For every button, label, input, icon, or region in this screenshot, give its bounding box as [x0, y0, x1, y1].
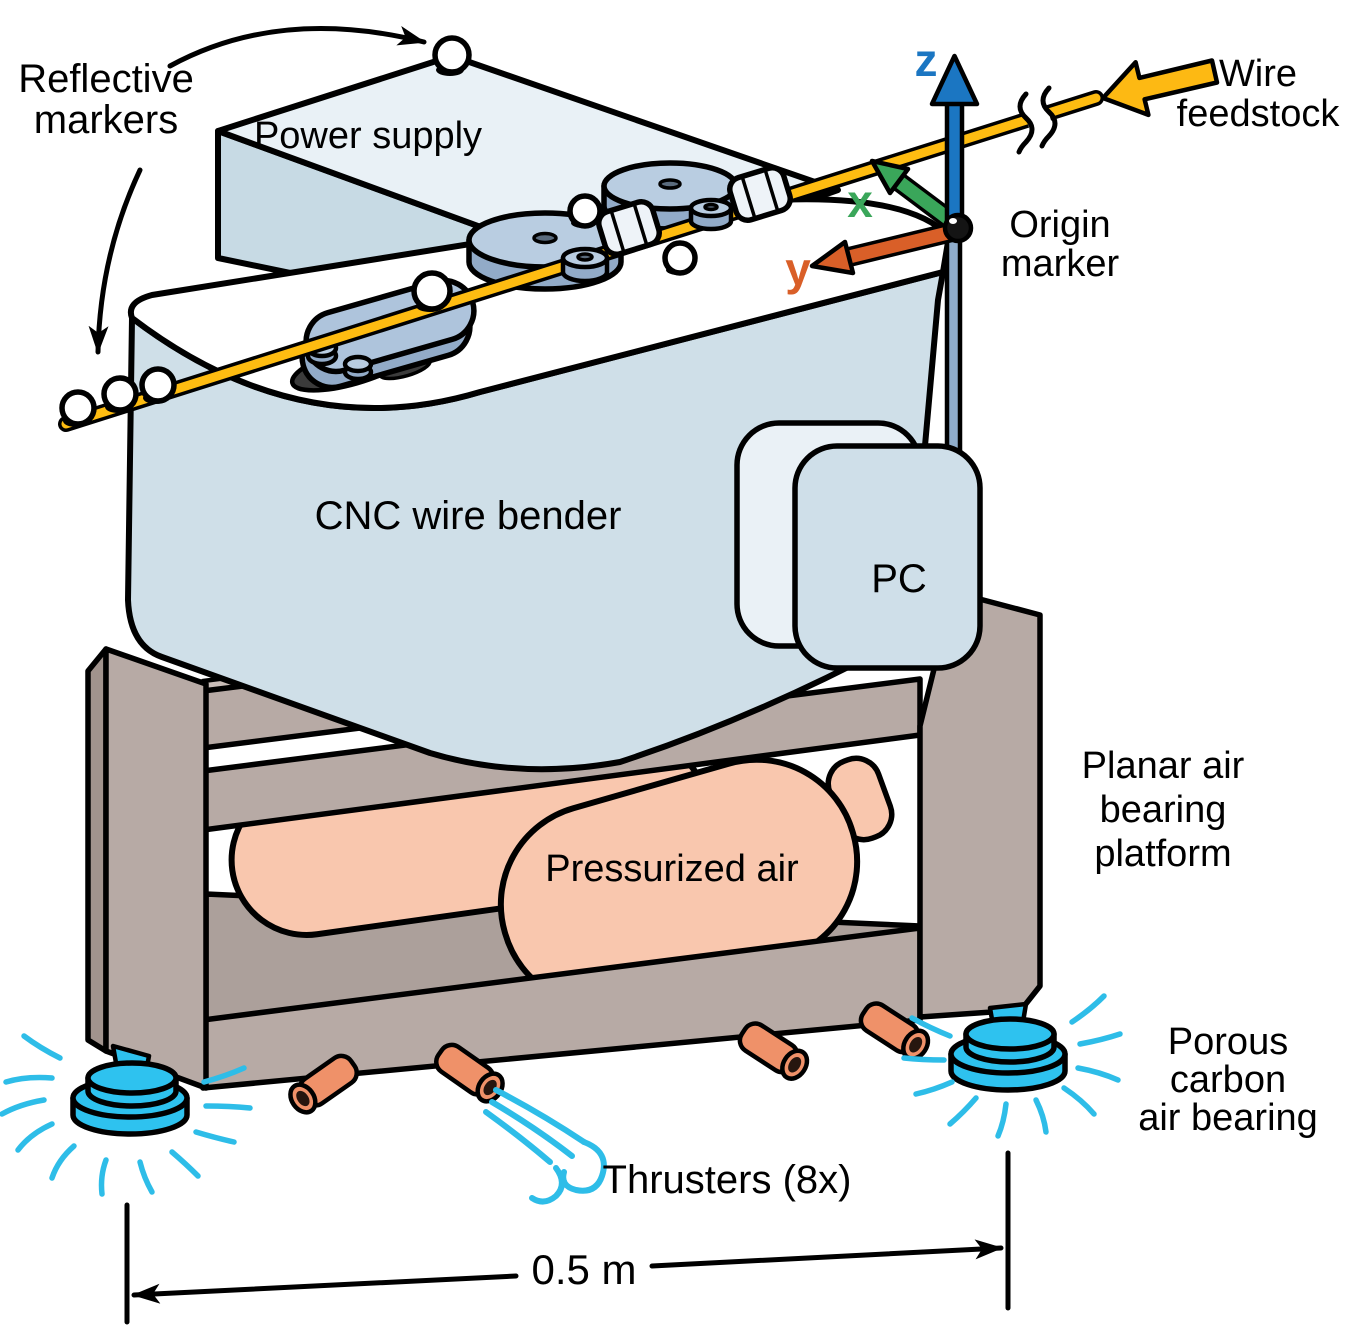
air-flow-lines-right	[901, 993, 1123, 1139]
pressurized-air-tanks	[228, 736, 895, 1010]
wire-feedstock-label-line2: feedstock	[1177, 93, 1341, 135]
marker-sphere	[101, 375, 139, 413]
marker-sphere	[59, 389, 97, 427]
reflective-markers-label-line1: Reflective	[18, 57, 194, 101]
air-bearing-left	[70, 1043, 190, 1137]
origin-marker-pole	[944, 233, 963, 479]
pc-label: PC	[871, 557, 927, 601]
platform-posts	[85, 589, 1043, 1091]
marker-sphere	[411, 270, 453, 312]
planar-platform-label-line3: platform	[1094, 833, 1231, 875]
wire-feedstock-arrow	[1100, 58, 1220, 118]
thruster	[434, 1042, 505, 1104]
marker-sphere	[139, 366, 177, 404]
thruster	[737, 1021, 810, 1081]
porous-bearing-label-line2: carbon	[1170, 1059, 1286, 1101]
reflective-markers-arrow-left	[88, 167, 143, 355]
thruster-jet	[483, 1087, 607, 1205]
thrusters-label: Thrusters (8x)	[603, 1158, 852, 1202]
dimension-line-right	[649, 1239, 1004, 1269]
origin-marker-ball	[942, 212, 974, 244]
marker-sphere	[662, 240, 698, 276]
wire-feedstock-label-line1: Wire	[1219, 53, 1297, 95]
porous-bearing-label-line3: air bearing	[1138, 1097, 1318, 1139]
air-flow-lines-left	[0, 1033, 253, 1197]
wire-break-squiggle-2	[1039, 85, 1058, 149]
z-axis-label: z	[915, 34, 938, 86]
origin-marker-label-line1: Origin	[1009, 204, 1110, 246]
air-bearing-right	[948, 1001, 1068, 1093]
guide-block-2	[727, 165, 793, 223]
planar-platform-label-line2: bearing	[1100, 789, 1227, 831]
dimension-line-left	[131, 1273, 519, 1304]
pc-box: PC	[734, 420, 983, 671]
pressurized-air-label: Pressurized air	[545, 848, 799, 890]
thruster	[858, 1001, 931, 1061]
wire-break-squiggle-1	[1016, 91, 1035, 155]
roller-1	[560, 246, 610, 284]
reflective-marker-spheres	[59, 35, 698, 427]
y-axis-arrow	[809, 222, 955, 276]
dimension-label: 0.5 m	[531, 1246, 636, 1293]
guide-block-1	[596, 199, 662, 257]
x-axis-label: x	[847, 175, 873, 227]
wire-guides	[560, 165, 793, 284]
text-labels: Reflective markers Power supply Wire fee…	[18, 53, 1340, 1202]
power-supply-label: Power supply	[254, 115, 482, 157]
coordinate-axes: z x y	[785, 34, 980, 295]
pc-front-face	[792, 443, 983, 671]
marker-sphere	[567, 193, 603, 229]
roller-2	[688, 197, 734, 232]
reflective-markers-label-line2: markers	[34, 98, 178, 142]
left-post-front	[103, 646, 209, 1091]
thrusters	[288, 1001, 931, 1115]
thruster	[288, 1053, 359, 1115]
origin-marker-label-line2: marker	[1001, 243, 1120, 285]
planar-platform-label-line1: Planar air	[1082, 745, 1245, 787]
marker-sphere	[432, 35, 472, 76]
dimension-0-5-m: 0.5 m	[124, 1150, 1011, 1325]
y-axis-label: y	[785, 243, 811, 295]
reflective-markers-arrow-top	[167, 25, 427, 69]
cnc-wire-bender-label: CNC wire bender	[315, 494, 622, 538]
porous-bearing-label-line1: Porous	[1168, 1021, 1288, 1063]
